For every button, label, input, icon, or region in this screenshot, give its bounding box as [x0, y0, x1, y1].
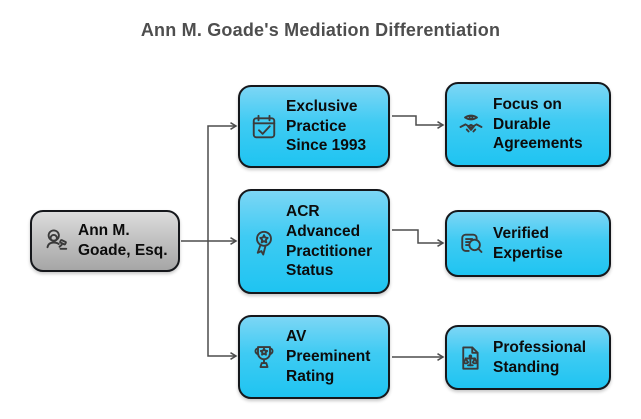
- node-label: Exclusive Practice Since 1993: [286, 97, 367, 155]
- award-medal-icon: [249, 227, 279, 257]
- trophy-star-icon: [249, 342, 279, 372]
- document-search-icon: [456, 229, 486, 259]
- node-exclusive-practice: Exclusive Practice Since 1993: [238, 85, 390, 168]
- node-av-rating: AV Preeminent Rating: [238, 315, 390, 399]
- node-professional-standing: Professional Standing: [445, 325, 611, 390]
- edge-acr-to-verified: [392, 229, 445, 247]
- edge-exclusive-to-focus: [392, 115, 445, 129]
- edge-root-to-exclusive: [207, 122, 238, 241]
- node-acr-status: ACR Advanced Practitioner Status: [238, 189, 390, 294]
- edge-root-to-av: [207, 241, 238, 360]
- handshake-eye-icon: [456, 110, 486, 140]
- node-verified-expertise: Verified Expertise: [445, 210, 611, 277]
- diagram-title: Ann M. Goade's Mediation Differentiation: [140, 20, 501, 40]
- node-label: ACR Advanced Practitioner Status: [286, 203, 373, 280]
- mediator-gavel-icon: [41, 226, 71, 256]
- node-label: Focus on Durable Agreements: [493, 95, 583, 153]
- node-durable-agreements: Focus on Durable Agreements: [445, 82, 611, 167]
- node-label: Ann M. Goade, Esq.: [78, 222, 168, 259]
- calendar-check-icon: [249, 112, 279, 142]
- node-label: Verified Expertise: [493, 224, 563, 262]
- node-label: Professional Standing: [493, 338, 587, 376]
- node-label: AV Preeminent Rating: [286, 328, 371, 385]
- document-scales-icon: [456, 343, 486, 373]
- node-ann-goade: Ann M. Goade, Esq.: [30, 210, 180, 272]
